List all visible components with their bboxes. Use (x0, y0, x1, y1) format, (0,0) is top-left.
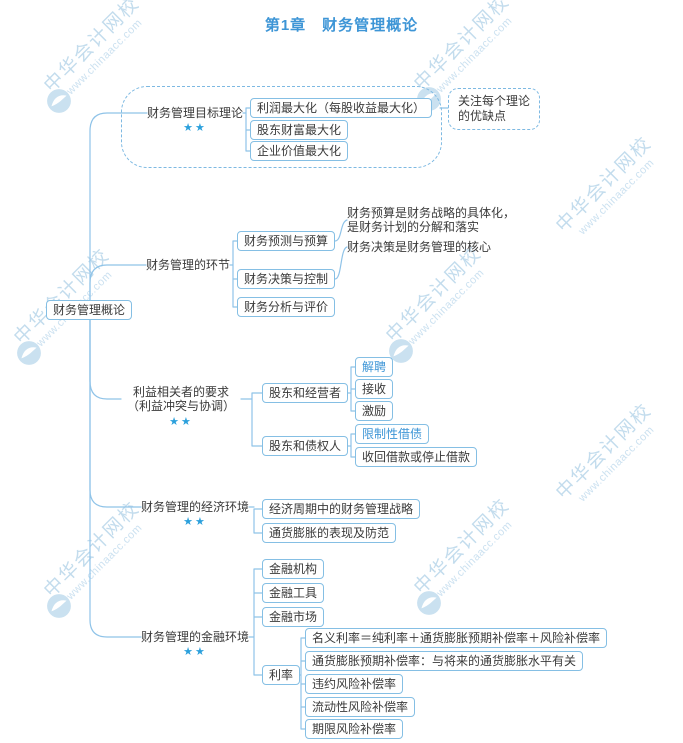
node-decision-control: 财务决策与控制 (237, 269, 336, 289)
goal-group-outline (121, 86, 442, 168)
branch-stakeholders-label: 利益相关者的要求 （利益冲突与协调） (126, 385, 235, 413)
node-enterprise-value-max: 企业价值最大化 (250, 141, 349, 161)
watermark-logo-icon (46, 88, 72, 119)
node-incentive: 激励 (355, 401, 394, 421)
branch-process-label: 财务管理的环节 (146, 258, 231, 272)
branch-goal-label: 财务管理目标理论 (147, 106, 244, 120)
note-decision-core: 财务决策是财务管理的核心 (347, 240, 492, 254)
branch-goal-stars: ★★ (183, 122, 207, 134)
branch-economic-label: 财务管理的经济环境 (141, 500, 250, 514)
node-analysis-evaluation: 财务分析与评价 (237, 297, 336, 317)
watermark-logo-icon (388, 338, 414, 369)
node-takeover: 接收 (355, 379, 394, 399)
note-theory-pros-cons: 关注每个理论 的优缺点 (448, 88, 541, 130)
branch-financial-label: 财务管理的金融环境 (141, 630, 250, 644)
node-maturity-risk-premium: 期限风险补偿率 (305, 719, 404, 739)
branch-financial-stars: ★★ (183, 646, 207, 658)
node-profit-max: 利润最大化（每股收益最大化） (250, 98, 433, 118)
note-budget-detail: 财务预算是财务战略的具体化， 是财务计划的分解和落实 (347, 206, 516, 234)
node-nominal-rate-formula: 名义利率＝纯利率＋通货膨胀预期补偿率＋风险补偿率 (305, 628, 608, 648)
page-title: 第1章 财务管理概论 (264, 17, 419, 34)
node-recall-loans: 收回借款或停止借款 (355, 447, 478, 467)
node-interest-rate: 利率 (262, 665, 301, 685)
node-forecast-budget: 财务预测与预算 (237, 231, 336, 251)
watermark-logo-icon (46, 593, 72, 624)
node-inflation-premium: 通货膨胀预期补偿率：与将来的通货膨胀水平有关 (305, 651, 584, 671)
branch-economic-stars: ★★ (183, 516, 207, 528)
watermark-logo-icon (16, 340, 42, 371)
node-inflation-prevention: 通货膨胀的表现及防范 (262, 523, 397, 543)
node-shareholders-creditors: 股东和债权人 (262, 436, 349, 456)
node-default-risk-premium: 违约风险补偿率 (305, 674, 404, 694)
watermark-logo-icon (416, 590, 442, 621)
node-financial-markets: 金融市场 (262, 607, 325, 627)
node-business-cycle-strategy: 经济周期中的财务管理战略 (262, 499, 421, 519)
node-liquidity-risk-premium: 流动性风险补偿率 (305, 697, 416, 717)
node-financial-institutions: 金融机构 (262, 559, 325, 579)
branch-stakeholders-stars: ★★ (169, 416, 193, 428)
node-restrictive-debt: 限制性借债 (355, 424, 430, 444)
node-dismiss: 解聘 (355, 357, 394, 377)
node-shareholder-wealth-max: 股东财富最大化 (250, 120, 349, 140)
node-financial-instruments: 金融工具 (262, 583, 325, 603)
node-shareholders-managers: 股东和经营者 (262, 383, 349, 403)
node-root: 财务管理概论 (46, 300, 133, 320)
